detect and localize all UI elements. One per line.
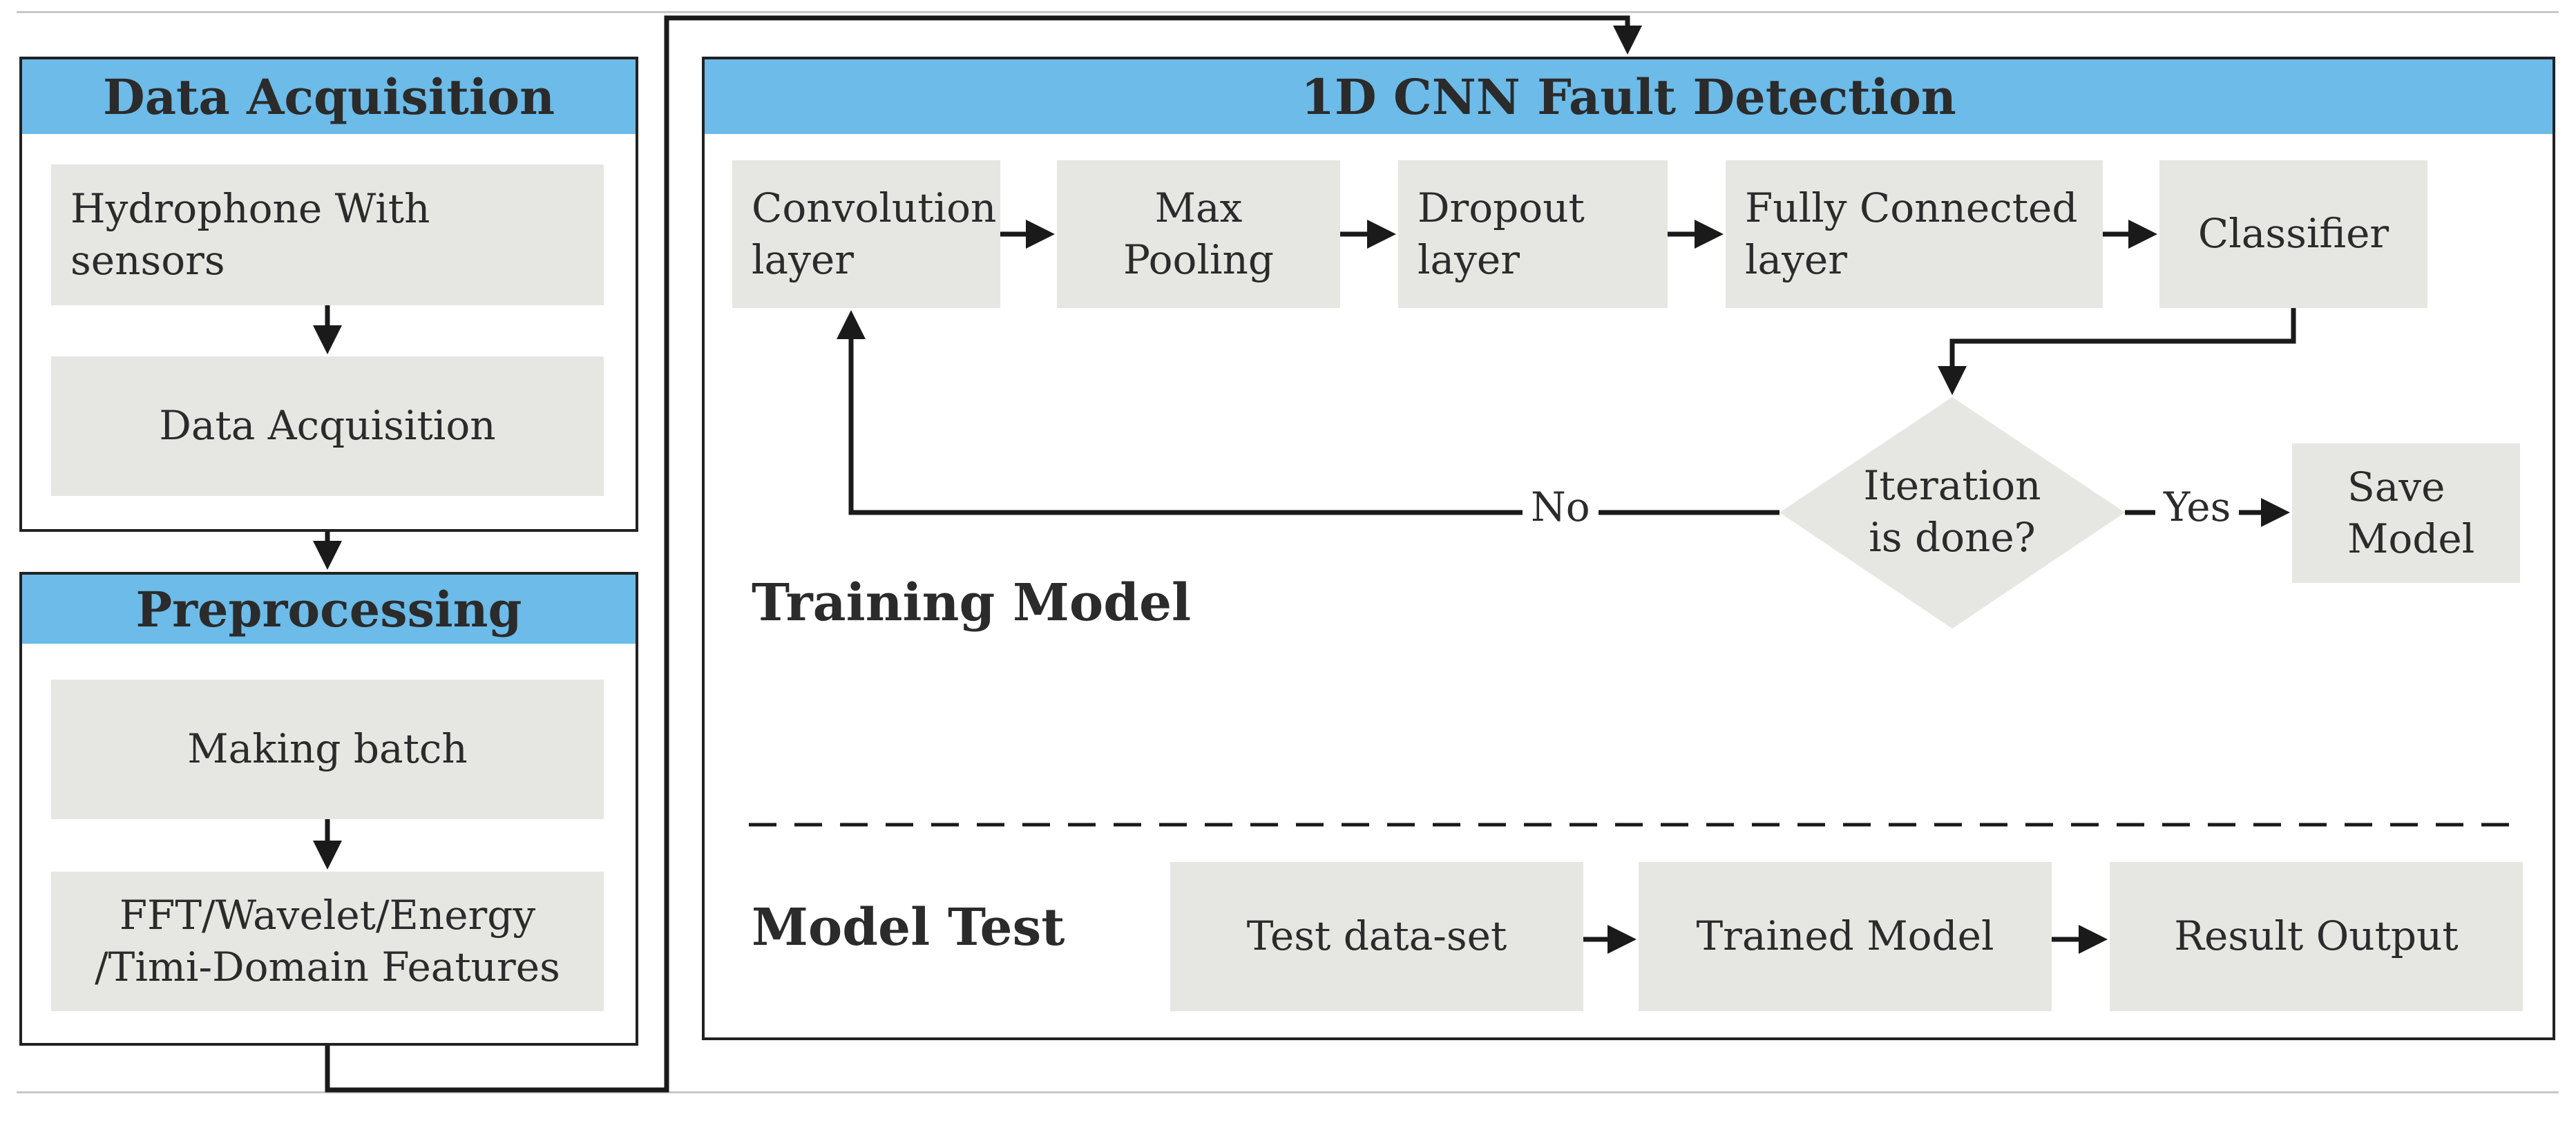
making-batch-box: Making batch [51,680,604,819]
convolution-layer-box: Convolution layer [732,160,1000,308]
iteration-decision-diamond [1780,397,2125,629]
convolution-layer-label: Convolution layer [752,184,997,283]
max-pooling-box: Max Pooling [1057,160,1340,308]
fully-connected-label: Fully Connected layer [1745,184,2078,283]
yes-label: Yes [2155,483,2240,530]
fully-connected-box: Fully Connected layer [1726,160,2103,308]
arrow-preprocessing-to-cnn [325,15,1642,1093]
features-label: FFT/Wavelet/Energy /Timi-Domain Features [95,891,560,990]
preprocessing-header: Preprocessing [22,575,636,644]
test-dataset-box: Test data-set [1170,862,1583,1011]
no-label: No [1523,483,1599,530]
save-model-label: Save Model [2347,463,2475,562]
save-model-box: Save Model [2292,443,2520,583]
data-acquisition-label: Data Acquisition [159,402,496,450]
max-pooling-label: Max Pooling [1123,184,1275,283]
features-box: FFT/Wavelet/Energy /Timi-Domain Features [51,872,604,1011]
classifier-label: Classifier [2197,210,2389,258]
hydrophone-box: Hydrophone With sensors [51,164,604,305]
cnn-header: 1D CNN Fault Detection [705,59,2553,134]
top-rule [17,11,2559,13]
trained-model-box: Trained Model [1639,862,2052,1011]
model-test-title: Model Test [752,898,1065,957]
bottom-rule [17,1091,2559,1093]
training-model-title: Training Model [752,573,1192,633]
result-output-box: Result Output [2110,862,2523,1011]
data-acquisition-header: Data Acquisition [22,59,636,134]
data-acquisition-box: Data Acquisition [51,356,604,496]
making-batch-label: Making batch [187,725,468,773]
arrow-classifier-to-decision [1938,308,2296,395]
iteration-decision-label: Iteration is done? [1863,462,2041,562]
result-output-label: Result Output [2174,912,2459,960]
hydrophone-label: Hydrophone With sensors [70,184,430,284]
classifier-box: Classifier [2159,160,2427,308]
dropout-layer-label: Dropout layer [1418,184,1585,283]
arrow-no-loop [837,310,1780,515]
dropout-layer-box: Dropout layer [1398,160,1668,308]
trained-model-label: Trained Model [1696,912,1994,960]
test-dataset-label: Test data-set [1246,912,1507,960]
